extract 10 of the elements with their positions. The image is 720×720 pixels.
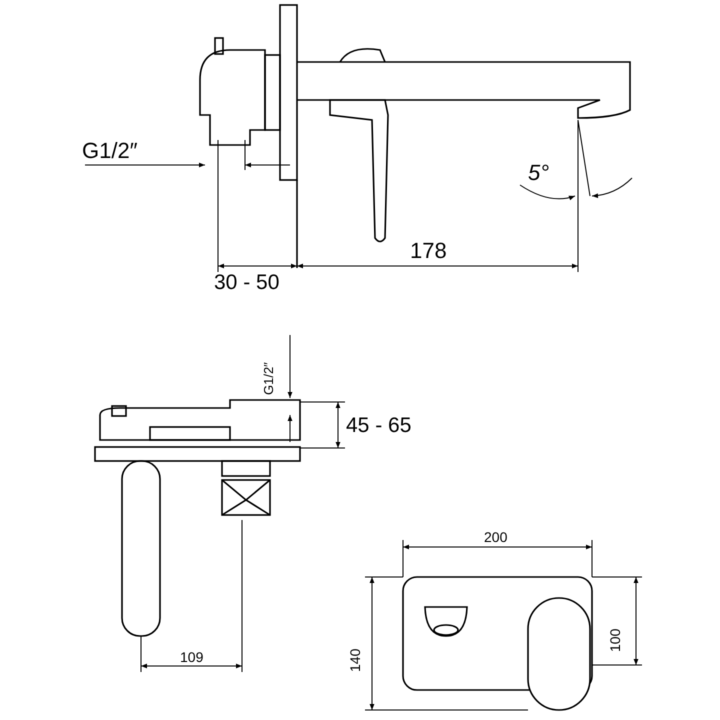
thread-size-label: G1/2″: [262, 362, 275, 395]
dimension-label: 109: [180, 650, 204, 664]
dimension-label: 140: [348, 648, 362, 672]
dimension-label: 100: [608, 628, 622, 652]
dimension-label: 178: [410, 240, 447, 262]
thread-size-label: G1/2″: [82, 140, 138, 162]
dimension-label: 200: [484, 530, 508, 544]
angle-label: 5°: [528, 162, 550, 184]
dimension-label: 45 - 65: [346, 415, 412, 436]
dimension-label: 30 - 50: [214, 272, 280, 293]
